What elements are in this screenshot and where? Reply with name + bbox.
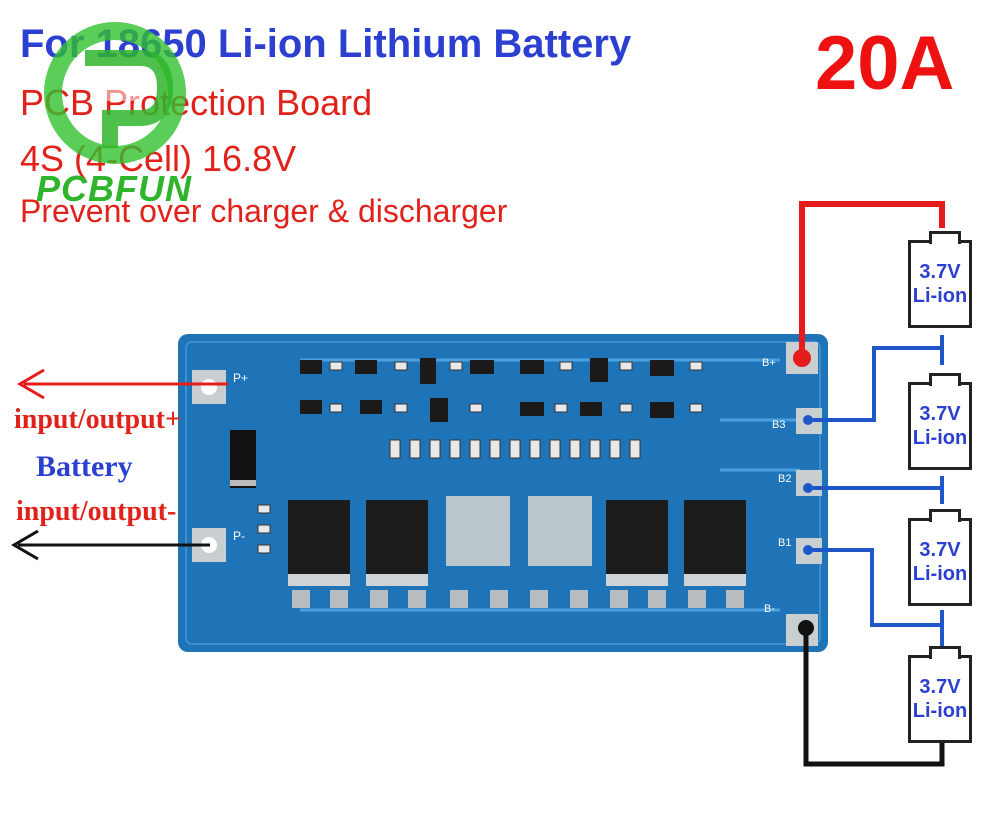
battery-cell-4: 3.7V Li-ion — [908, 646, 972, 743]
positive-wire — [799, 201, 945, 358]
cell-terminal-icon — [929, 646, 961, 659]
cell-terminal-icon — [929, 509, 961, 522]
cell-chemistry: Li-ion — [912, 563, 968, 585]
pin-label-p-plus: P+ — [233, 371, 248, 385]
pin-label-b1: B1 — [778, 537, 791, 549]
pin-label-b3: B3 — [772, 419, 785, 431]
subtitle-pcb: PCB Protection Board — [20, 82, 373, 123]
cell-terminal-icon — [929, 373, 961, 386]
cell-chemistry: Li-ion — [912, 700, 968, 722]
subtitle-feature: Prevent over charger & discharger — [20, 193, 508, 229]
cell-chemistry: Li-ion — [912, 427, 968, 449]
cell-voltage: 3.7V — [919, 676, 961, 698]
label-io-minus: input/output- — [16, 496, 177, 527]
pcb-board: P+ P- B+ B3 B2 B1 B- — [178, 334, 828, 652]
watermark-brand: PCBFUN — [36, 168, 192, 209]
pin-label-b-plus: B+ — [762, 357, 776, 369]
battery-cell-3: 3.7V Li-ion — [908, 509, 972, 606]
output-minus-arrow — [11, 529, 210, 561]
label-io-plus: input/output+ — [14, 404, 181, 435]
battery-cell-1: 3.7V Li-ion — [908, 231, 972, 328]
pin-label-p-minus: P- — [233, 529, 245, 543]
pcbfun-logo-icon — [44, 22, 186, 164]
cell-voltage: 3.7V — [919, 403, 961, 425]
cell-chemistry: Li-ion — [912, 285, 968, 307]
battery-cell-2: 3.7V Li-ion — [908, 373, 972, 470]
cell-voltage: 3.7V — [919, 261, 961, 283]
negative-wire — [803, 628, 945, 767]
balance-wires — [808, 335, 944, 648]
output-plus-arrow — [17, 368, 228, 400]
pin-label-b-minus: B- — [764, 603, 775, 615]
cell-terminal-icon — [929, 231, 961, 244]
cell-voltage: 3.7V — [919, 539, 961, 561]
pin-label-b2: B2 — [778, 473, 791, 485]
current-rating: 20A — [815, 21, 955, 106]
label-battery: Battery — [36, 450, 133, 483]
